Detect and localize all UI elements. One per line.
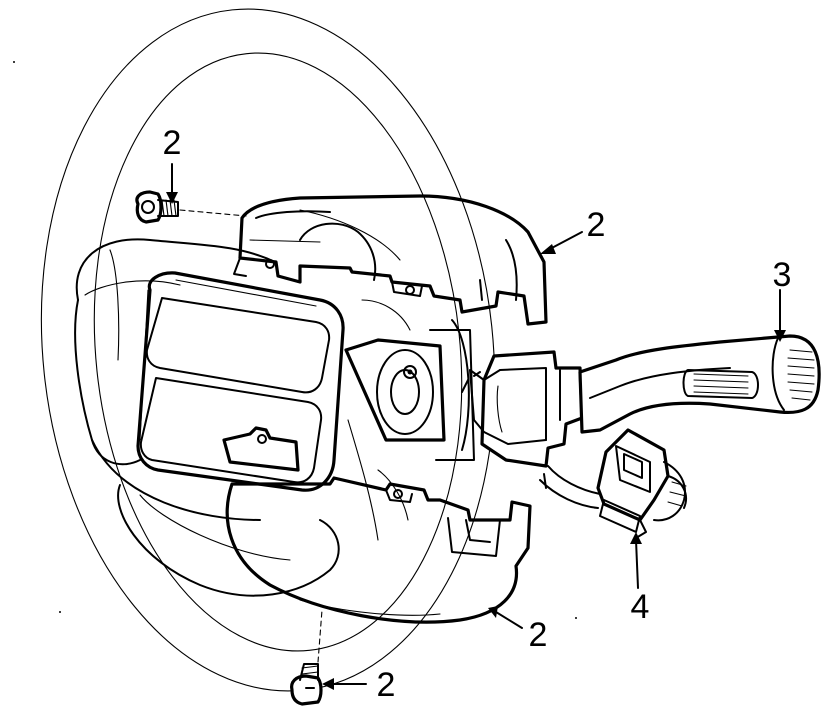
callout-upper-shroud: 2 [587, 206, 606, 244]
electrical-connector [539, 428, 687, 539]
callout-connector: 4 [631, 588, 650, 626]
callout-switch: 3 [773, 256, 792, 294]
dashed-leaders [179, 209, 323, 663]
bolt-top [135, 190, 179, 224]
steering-shaft [344, 319, 475, 521]
callout-bolt-top: 2 [163, 124, 182, 162]
steering-wheel [40, 8, 496, 692]
callout-labels: 2 2 3 2 4 2 [163, 124, 792, 704]
callout-bolt-bottom: 2 [377, 666, 396, 704]
callout-lower-shroud: 2 [529, 616, 548, 654]
combination-switch [461, 334, 821, 468]
upper-column-shroud [233, 194, 548, 326]
bolt-bottom [290, 663, 323, 706]
airbag-pad [136, 271, 345, 492]
callout-leaders [166, 163, 786, 690]
lower-column-shroud [225, 476, 532, 624]
